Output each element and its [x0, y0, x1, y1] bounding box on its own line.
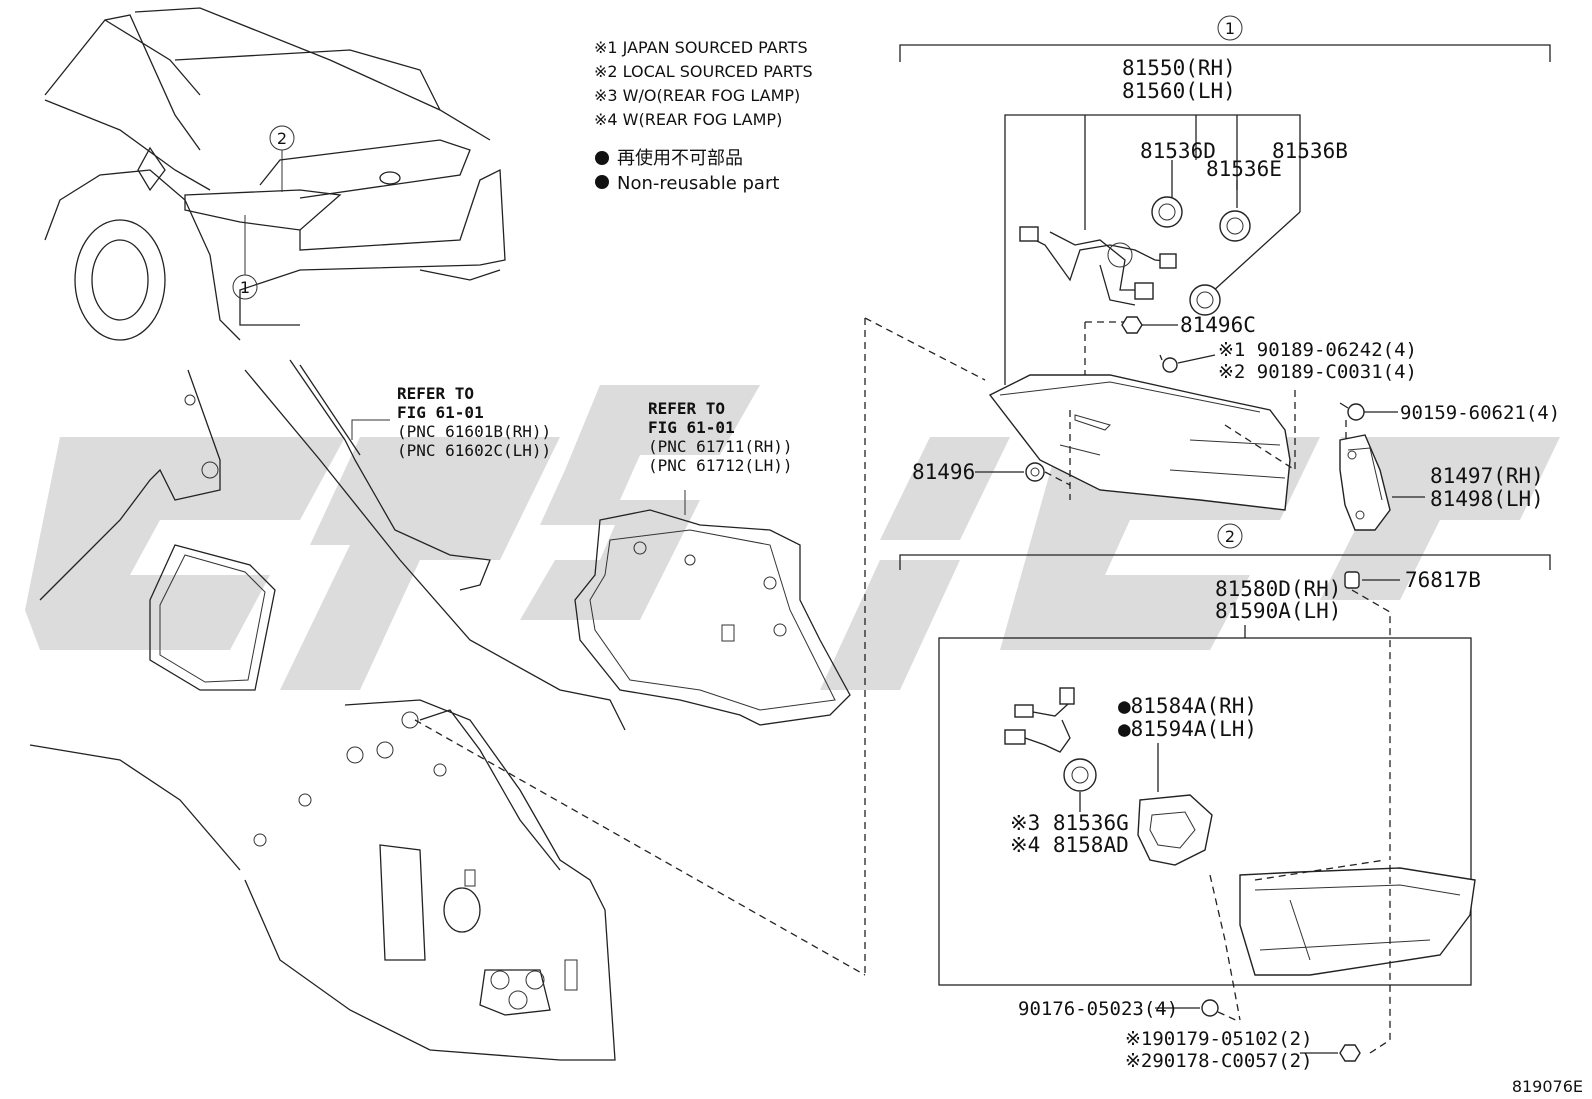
part-socket-wo-fog: ※3 81536G: [1010, 811, 1129, 835]
group-2-assembly-lh: 81590A(LH): [1215, 599, 1341, 623]
part-screw-japan: ※1 90189-06242(4): [1218, 339, 1417, 361]
part-81496C: 81496C: [1180, 313, 1256, 337]
callout-1-overview: 1: [240, 278, 250, 297]
part-screw-local: ※2 90189-C0031(4): [1218, 361, 1417, 383]
note-japan-sourced: ※1 JAPAN SOURCED PARTS: [594, 38, 808, 57]
gasket-bracket-icon: [1339, 434, 1391, 531]
ref-a-line3: (PNC 61601B(RH)): [397, 422, 551, 441]
ref-a-line2: FIG 61-01: [397, 403, 484, 422]
gasket-ring-icon: [1137, 794, 1213, 866]
group-1-rear-combination-lamp: 1 81550(RH) 81560(LH) 81536D 81536E 8153…: [899, 15, 1560, 531]
part-nut-japan: ※190179-05102(2): [1125, 1028, 1313, 1050]
guide-line: [414, 719, 866, 976]
callout-2-overview: 2: [277, 129, 287, 148]
bulb-socket-icon: [1151, 196, 1251, 316]
vehicle-overview-illustration: 2 1: [44, 7, 506, 341]
screw-icon: [1201, 999, 1219, 1017]
ref-b-line1: REFER TO: [648, 399, 725, 418]
part-90159: 90159-60621(4): [1400, 402, 1560, 424]
inner-lamp-body-icon: [1239, 867, 1476, 976]
part-81536B: 81536B: [1272, 139, 1348, 163]
bullet-icon: [595, 175, 609, 189]
clip-icon: [1344, 571, 1360, 589]
part-81536E: 81536E: [1206, 157, 1282, 181]
part-90176: 90176-05023(4): [1018, 998, 1178, 1020]
note-with-fog: ※4 W(REAR FOG LAMP): [594, 110, 782, 129]
ref-b-line4: (PNC 61712(LH)): [648, 456, 793, 475]
guide-line: [864, 317, 986, 381]
group-1-index: 1: [1225, 19, 1235, 38]
screw-icon: [1159, 354, 1178, 373]
quarter-panel-illustration: [29, 359, 626, 1061]
wire-harness-icon: [1004, 687, 1075, 753]
part-gasket-rh: 81497(RH): [1430, 464, 1544, 488]
group-2-frame: [938, 637, 1472, 986]
group-2-index: 2: [1225, 527, 1235, 546]
reference-a: REFER TO FIG 61-01 (PNC 61601B(RH)) (PNC…: [351, 384, 551, 460]
reference-b: REFER TO FIG 61-01 (PNC 61711(RH)) (PNC …: [648, 399, 793, 515]
note-without-fog: ※3 W/O(REAR FOG LAMP): [594, 86, 800, 105]
ref-b-line3: (PNC 61711(RH)): [648, 437, 793, 456]
group-2-rear-lamp-inner: 2 81580D(RH) 81590A(LH) 76817B ※3 81536G…: [899, 523, 1551, 1072]
bullet-icon: [595, 151, 609, 165]
inner-panel-illustration: [574, 509, 851, 726]
part-81536D: 81536D: [1140, 139, 1216, 163]
ref-b-line2: FIG 61-01: [648, 418, 735, 437]
tail-lamp-body-icon: [988, 374, 1291, 511]
notes-block: ※1 JAPAN SOURCED PARTS ※2 LOCAL SOURCED …: [594, 38, 813, 194]
screw-icon: [1339, 402, 1365, 421]
note-local-sourced: ※2 LOCAL SOURCED PARTS: [594, 62, 813, 81]
grommet-icon: [1025, 462, 1045, 482]
figure-id: 819076E: [1512, 1077, 1583, 1096]
wire-harness-icon: [1019, 226, 1177, 306]
nut-icon: [1121, 316, 1143, 334]
nut-icon: [1339, 1044, 1361, 1062]
part-socket-w-fog: ※4 8158AD: [1010, 833, 1129, 857]
ref-a-line4: (PNC 61602C(LH)): [397, 441, 551, 460]
group-1-assembly-lh: 81560(LH): [1122, 79, 1236, 103]
ref-a-line1: REFER TO: [397, 384, 474, 403]
bulb-socket-icon: [1063, 758, 1097, 792]
part-81496: 81496: [912, 460, 975, 484]
legend-jp: 再使用不可部品: [617, 148, 743, 169]
part-76817B: 76817B: [1405, 568, 1481, 592]
legend-en: Non-reusable part: [617, 173, 779, 194]
part-nut-local: ※290178-C0057(2): [1125, 1050, 1313, 1072]
part-gasket-lh-2: ●81594A(LH): [1118, 717, 1257, 741]
part-gasket-lh: 81498(LH): [1430, 487, 1544, 511]
part-gasket-rh-2: ●81584A(RH): [1118, 694, 1257, 718]
group-1-assembly-rh: 81550(RH): [1122, 56, 1236, 80]
group-2-assembly-rh: 81580D(RH): [1215, 577, 1341, 601]
